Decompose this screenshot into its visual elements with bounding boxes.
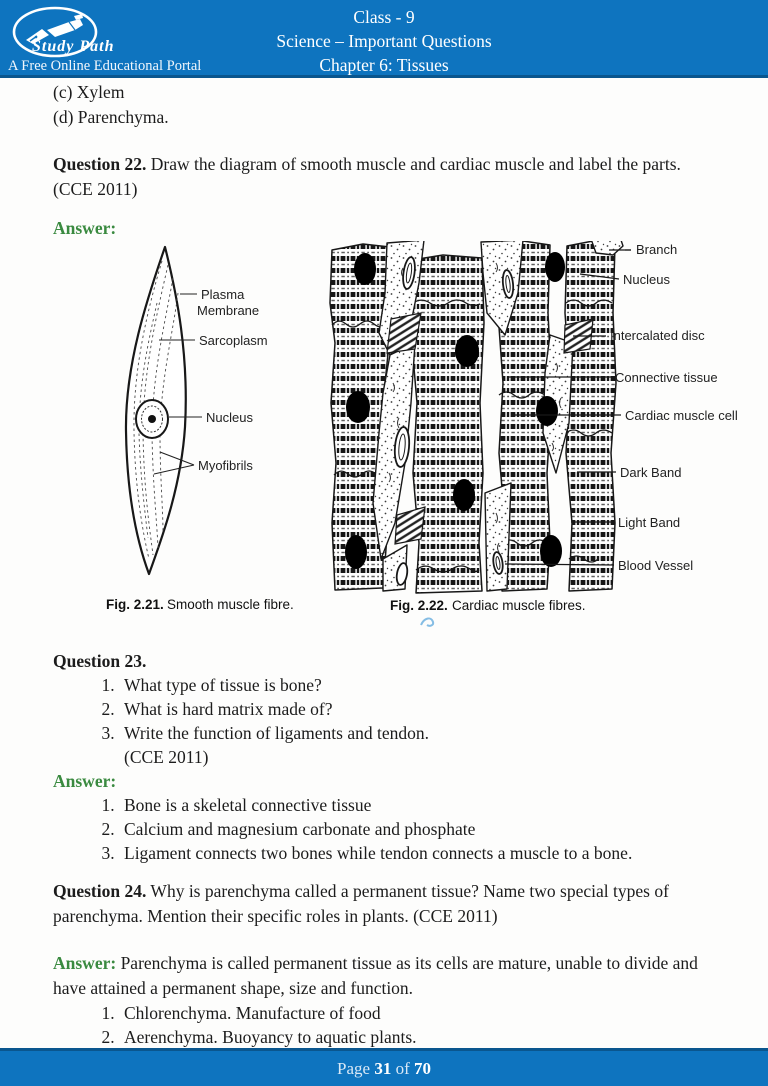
option-c: (c) Xylem — [53, 82, 125, 102]
header-class-line: Class - 9 — [353, 7, 415, 27]
fig21-label-plasma-line1: Plasma — [201, 287, 245, 302]
question-22-label: Question 22. — [53, 154, 147, 174]
question-23-label: Question 23. — [53, 651, 147, 671]
fig21-label-myofibrils: Myofibrils — [198, 458, 253, 473]
blood-vessels — [393, 256, 515, 586]
question-22: Question 22. Draw the diagram of smooth … — [53, 152, 701, 202]
fountain-pen-icon — [12, 6, 98, 58]
question-22-text: Draw the diagram of smooth muscle and ca… — [53, 154, 681, 199]
answer-24-label: Answer: — [53, 953, 117, 973]
fig21-label-plasma-line2: Membrane — [197, 303, 259, 318]
answer-23-item: Ligament connects two bones while tendon… — [119, 841, 730, 865]
ink-smudge-mark — [420, 617, 435, 627]
fig22-caption-text: Cardiac muscle fibres. — [452, 598, 586, 613]
fig21-caption-number: Fig. 2.21. — [106, 597, 164, 612]
footer-total-pages: 70 — [413, 1059, 431, 1078]
studypath-logo: Study Path A Free Online Educational Por… — [6, 2, 231, 75]
fig22-label-connective-tissue: Connective tissue — [615, 370, 718, 385]
question-23-item: Write the function of ligaments and tend… — [119, 721, 730, 745]
document-content: (c) Xylem (d) Parenchyma. Question 22. D… — [0, 78, 768, 1049]
fig22-label-branch: Branch — [636, 242, 677, 257]
answer-24-text: Parenchyma is called permanent tissue as… — [53, 953, 698, 998]
answer-24-item: Aerenchyma. Buoyancy to aquatic plants. — [119, 1025, 730, 1049]
muscle-diagrams-svg: Plasma Membrane Sarcoplasm Nucleus Myofi… — [106, 241, 738, 627]
answer-23-label: Answer: — [53, 771, 117, 791]
question-23-item: What type of tissue is bone? — [119, 673, 730, 697]
fig21-label-nucleus: Nucleus — [206, 410, 253, 425]
cell-junction-lines — [331, 299, 613, 573]
fig22-label-light-band: Light Band — [618, 515, 680, 530]
brand-name: Study Path — [32, 38, 115, 55]
cardiac-nuclei — [345, 252, 565, 569]
answer-24-list: Chlorenchyma. Manufacture of food Aerenc… — [53, 1001, 730, 1049]
footer-of-word: of — [395, 1059, 410, 1078]
question-23-list: What type of tissue is bone? What is har… — [53, 673, 730, 745]
question-23-item: What is hard matrix made of? — [119, 697, 730, 721]
fig21-caption-text: Smooth muscle fibre. — [167, 597, 294, 612]
question-24-text: Why is parenchyma called a permanent tis… — [53, 881, 669, 926]
nucleus-structure — [135, 399, 169, 439]
answer-24-item: Chlorenchyma. Manufacture of food — [119, 1001, 730, 1025]
fig21-smooth-muscle-diagram: Plasma Membrane Sarcoplasm Nucleus Myofi… — [106, 245, 294, 612]
fig22-leader-lines — [504, 249, 631, 566]
cardiac-muscle-columns — [329, 241, 617, 594]
answer-22-label: Answer: — [53, 218, 117, 238]
fig22-label-cardiac-muscle-cell: Cardiac muscle cell — [625, 408, 738, 423]
fig22-caption-number: Fig. 2.22. — [390, 598, 448, 613]
fig22-label-nucleus: Nucleus — [623, 272, 670, 287]
fig22-label-blood-vessel: Blood Vessel — [618, 558, 693, 573]
footer-page-word: Page — [337, 1059, 371, 1078]
answer-24: Answer: Parenchyma is called permanent t… — [53, 951, 730, 1001]
header-chapter-line: Chapter 6: Tissues — [319, 55, 449, 75]
answer-23-item: Bone is a skeletal connective tissue — [119, 793, 730, 817]
tissue-squiggles — [388, 262, 562, 553]
answer-22-label-row: Answer: — [53, 216, 730, 241]
header-title-block: Class - 9 Science – Important Questions … — [0, 0, 768, 77]
question-23-cce: (CCE 2011) — [124, 747, 209, 767]
myofibril-striations — [133, 260, 179, 560]
footer-page-number: 31 — [374, 1059, 392, 1078]
option-d: (d) Parenchyma. — [53, 107, 169, 127]
brand-tagline: A Free Online Educational Portal — [8, 58, 202, 74]
question-24: Question 24. Why is parenchyma called a … — [53, 879, 730, 929]
answer-23-list: Bone is a skeletal connective tissue Cal… — [53, 793, 730, 865]
fig22-cardiac-muscle-diagram: Branch Nucleus Intercalated disc Connect… — [329, 241, 738, 627]
page-header: Study Path A Free Online Educational Por… — [0, 0, 768, 78]
question-24-label: Question 24. — [53, 881, 147, 901]
fig22-label-intercalated-disc: Intercalated disc — [610, 328, 705, 343]
fig22-label-dark-band: Dark Band — [620, 465, 681, 480]
fig21-label-sarcoplasm: Sarcoplasm — [199, 333, 268, 348]
answer-23-item: Calcium and magnesium carbonate and phos… — [119, 817, 730, 841]
header-subject-line: Science – Important Questions — [276, 31, 492, 51]
fig21-leader-lines — [153, 293, 202, 475]
page-footer: Page 31 of 70 — [0, 1048, 768, 1086]
branch-structure — [590, 241, 624, 256]
figures-block: Plasma Membrane Sarcoplasm Nucleus Myofi… — [53, 241, 738, 639]
